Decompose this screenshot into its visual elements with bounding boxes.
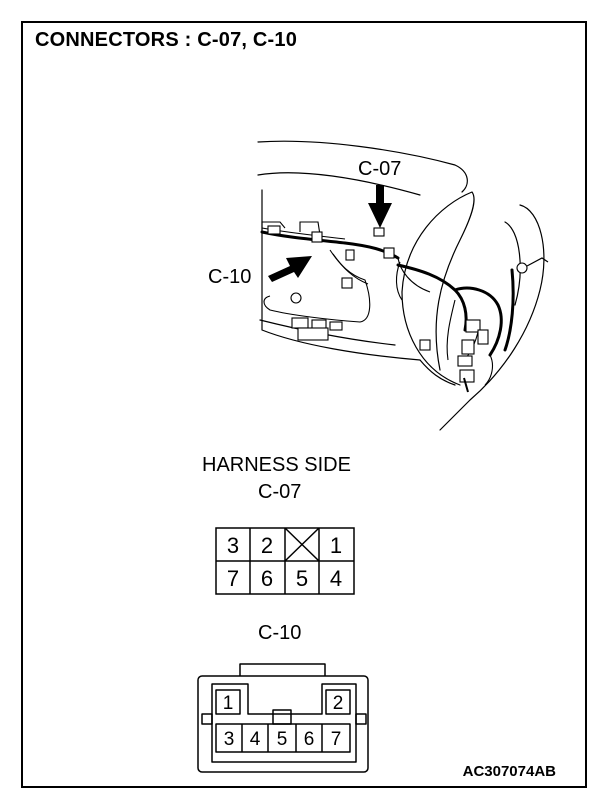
figure-code: AC307074AB <box>462 763 556 780</box>
c10-connector-label: C-10 <box>258 622 302 644</box>
c10-callout-label: C-10 <box>208 266 252 288</box>
c07-connector-label: C-07 <box>258 481 302 503</box>
diagram-title: CONNECTORS : C-07, C-10 <box>35 29 298 51</box>
diagram-frame <box>21 21 587 788</box>
c07-arrow <box>368 185 392 228</box>
harness-side-label: HARNESS SIDE <box>202 454 351 476</box>
c07-callout-label: C-07 <box>358 158 402 180</box>
c10-arrow <box>268 256 312 282</box>
